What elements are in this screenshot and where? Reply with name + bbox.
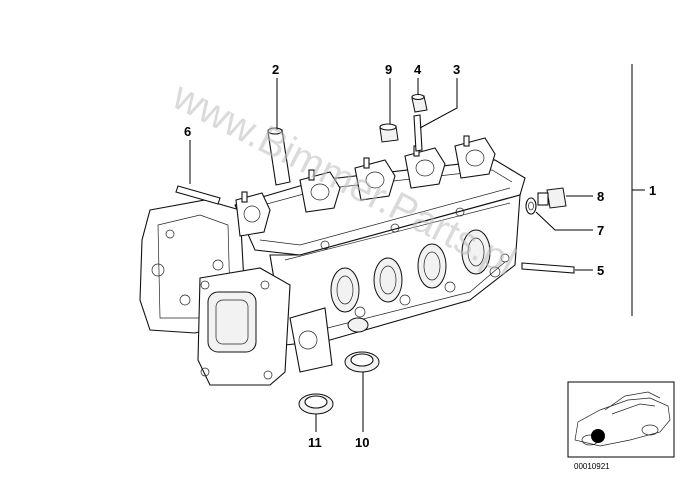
callout-1: 1 <box>649 183 656 198</box>
shaft-seal-11 <box>298 393 334 415</box>
shaft-seal-10 <box>344 351 380 373</box>
collar-nut <box>411 93 428 113</box>
callout-5: 5 <box>597 263 604 278</box>
callout-7: 7 <box>597 223 604 238</box>
callout-9: 9 <box>385 62 392 77</box>
stud-bolt-3 <box>413 114 423 152</box>
callout-6: 6 <box>184 124 191 139</box>
location-marker <box>591 429 605 443</box>
leader-lines <box>189 64 645 432</box>
bearing-caps <box>235 135 496 237</box>
car-location-thumbnail: 00010921 <box>567 381 675 471</box>
screw-plug <box>537 187 567 209</box>
callout-3: 3 <box>453 62 460 77</box>
stud-bolt-5 <box>521 262 575 274</box>
reference-number: 00010921 <box>574 462 610 471</box>
gasket-ring <box>525 197 537 215</box>
stud-bolt-6 <box>175 185 221 205</box>
callout-11: 11 <box>308 435 322 450</box>
valve-seal <box>379 123 399 143</box>
callout-8: 8 <box>597 189 604 204</box>
callout-2: 2 <box>272 62 279 77</box>
callout-10: 10 <box>355 435 369 450</box>
valve-guide <box>267 127 291 186</box>
cylinder-head-illustration <box>139 135 526 386</box>
callout-4: 4 <box>414 62 422 77</box>
